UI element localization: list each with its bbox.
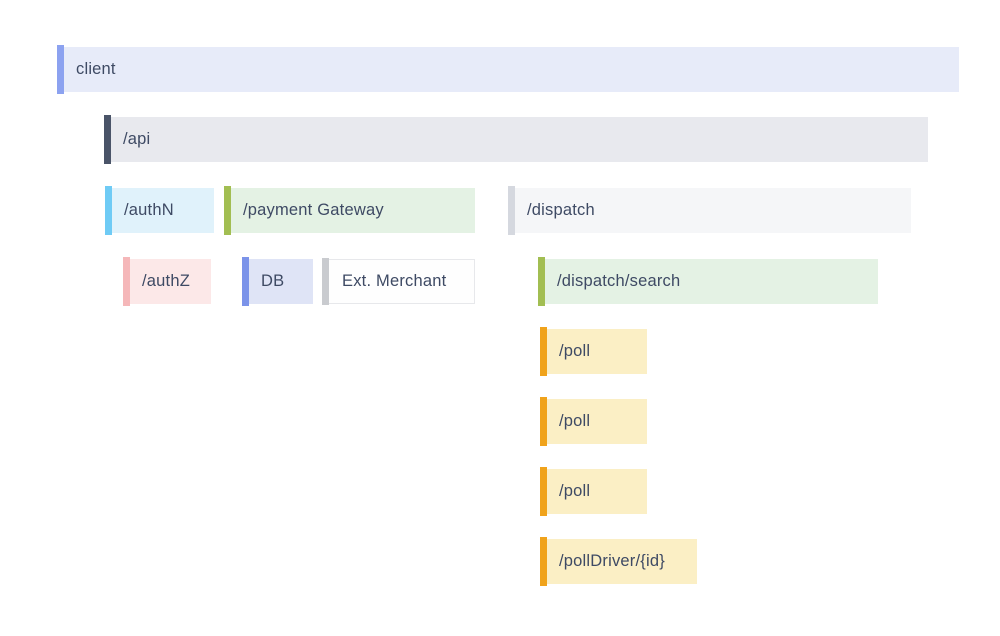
span-label: /authZ bbox=[142, 272, 190, 290]
span-label: /poll bbox=[559, 412, 591, 430]
span-accent-bar bbox=[104, 115, 111, 164]
span-accent-bar bbox=[540, 327, 547, 376]
span-accent-bar bbox=[242, 257, 249, 306]
span-poll-2[interactable]: /poll bbox=[540, 397, 647, 446]
span-accent-bar bbox=[322, 258, 329, 305]
span-polldriver-id[interactable]: /pollDriver/{id} bbox=[540, 537, 697, 586]
span-label: /api bbox=[123, 130, 151, 148]
span-accent-bar bbox=[123, 257, 130, 306]
span-label: DB bbox=[261, 272, 285, 290]
span-authn[interactable]: /authN bbox=[105, 186, 214, 235]
span-client[interactable]: client bbox=[57, 45, 959, 94]
span-payment-gateway[interactable]: /payment Gateway bbox=[224, 186, 475, 235]
span-dispatch-search[interactable]: /dispatch/search bbox=[538, 257, 878, 306]
span-label: /poll bbox=[559, 342, 591, 360]
span-label: /dispatch bbox=[527, 201, 595, 219]
span-poll-1[interactable]: /poll bbox=[540, 327, 647, 376]
span-accent-bar bbox=[224, 186, 231, 235]
span-db[interactable]: DB bbox=[242, 257, 313, 306]
span-authz[interactable]: /authZ bbox=[123, 257, 211, 306]
span-label: /poll bbox=[559, 482, 591, 500]
span-label: client bbox=[76, 60, 116, 78]
span-accent-bar bbox=[508, 186, 515, 235]
span-dispatch[interactable]: /dispatch bbox=[508, 186, 911, 235]
span-label: /payment Gateway bbox=[243, 201, 384, 219]
span-label: /pollDriver/{id} bbox=[559, 552, 665, 570]
span-api[interactable]: /api bbox=[104, 115, 928, 164]
span-label: /dispatch/search bbox=[557, 272, 681, 290]
span-ext-merchant[interactable]: Ext. Merchant bbox=[322, 258, 475, 305]
span-label: Ext. Merchant bbox=[342, 272, 447, 290]
span-accent-bar bbox=[538, 257, 545, 306]
span-accent-bar bbox=[105, 186, 112, 235]
span-accent-bar bbox=[540, 537, 547, 586]
span-accent-bar bbox=[540, 397, 547, 446]
span-accent-bar bbox=[540, 467, 547, 516]
span-accent-bar bbox=[57, 45, 64, 94]
span-poll-3[interactable]: /poll bbox=[540, 467, 647, 516]
span-label: /authN bbox=[124, 201, 174, 219]
